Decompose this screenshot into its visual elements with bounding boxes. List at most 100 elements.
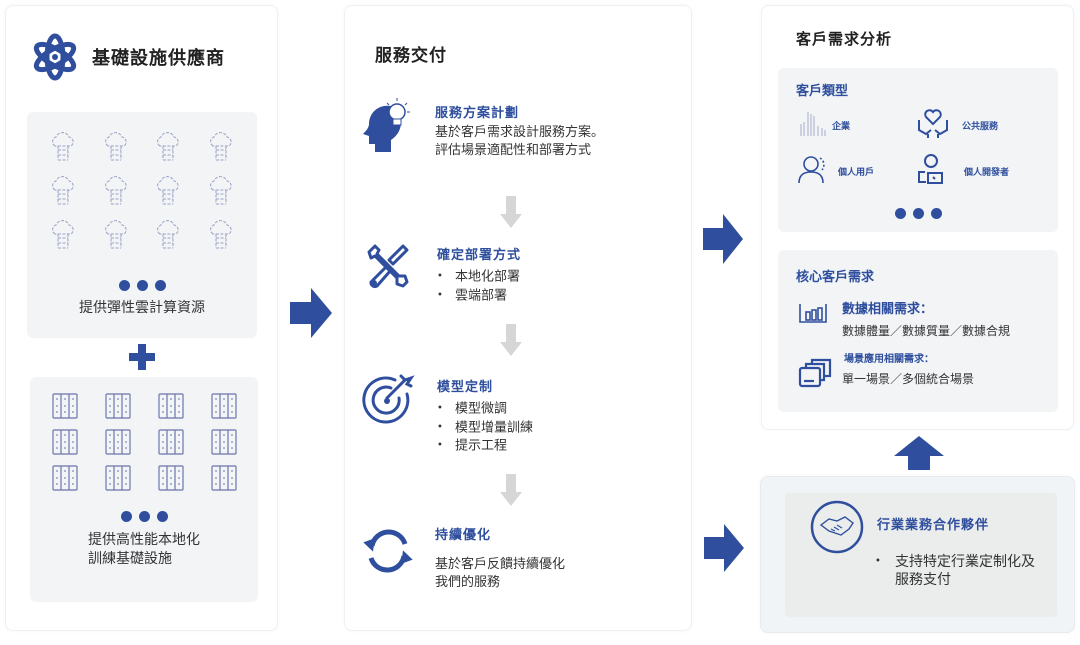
bullet-item: 模型微調: [437, 400, 533, 419]
stacked-windows-icon: [798, 358, 832, 392]
heart-hands-icon: [916, 108, 950, 142]
cloud-server-icon: [142, 220, 195, 250]
step-deployment-method: 確定部署方式 本地化部署 雲端部署: [361, 238, 681, 318]
right-arrow-icon: [290, 288, 332, 342]
more-dots: [30, 511, 258, 522]
step-description: 基於客戶反饋持續優化 我們的服務: [435, 556, 565, 592]
infrastructure-provider-panel: 基礎設施供應商 提供彈性雲計算資源 提供高性能本地化 訓練基礎設施: [5, 5, 278, 631]
cloud-server-icon: [195, 176, 248, 206]
bullet-marker: •: [875, 556, 881, 567]
developer-icon: [916, 154, 946, 188]
server-rack-icon: [197, 429, 250, 455]
user-icon: [798, 154, 828, 188]
customer-types-box: 客戶類型 企業 公共服務 個人用戶 個人開發者: [778, 68, 1058, 232]
bullet-item: 雲端部署: [437, 287, 520, 306]
bullet-line-2: 服務支付: [895, 572, 951, 588]
down-arrow-icon: [500, 196, 522, 232]
refresh-cycle-icon: [363, 526, 413, 576]
server-rack-icon: [144, 393, 197, 419]
bullet-item: 模型增量訓練: [437, 419, 533, 438]
cloud-server-icon: [90, 132, 143, 162]
customer-type-label: 企業: [832, 121, 851, 132]
step-service-planning: 服務方案計劃 基於客戶需求設計服務方案。 評估場景適配性和部署方式: [361, 94, 681, 164]
cloud-server-icon: [37, 132, 90, 162]
server-rack-icon: [91, 465, 144, 491]
server-rack-icon: [38, 465, 91, 491]
handshake-icon: [809, 499, 865, 559]
server-rack-icon: [144, 465, 197, 491]
partner-title: 行業業務合作夥伴: [877, 518, 990, 533]
step-title: 服務方案計劃: [435, 106, 520, 121]
bullet-line-1: 支持特定行業定制化及: [895, 554, 1035, 570]
plus-icon: [128, 343, 156, 371]
server-rack-icon: [38, 393, 91, 419]
step-bullet-list: 本地化部署 雲端部署: [437, 268, 520, 305]
description-line-2: 評估場景適配性和部署方式: [435, 143, 592, 158]
step-title: 確定部署方式: [437, 248, 522, 263]
more-dots: [27, 280, 257, 291]
caption-line-2: 訓練基礎設施: [88, 551, 172, 567]
step-title: 持續優化: [435, 528, 492, 543]
target-arrow-icon: [361, 372, 415, 426]
server-rack-icon: [38, 429, 91, 455]
need-title: 數據相關需求：: [842, 302, 934, 317]
industry-partner-panel: 行業業務合作夥伴 • 支持特定行業定制化及 服務支付: [760, 476, 1075, 633]
local-caption: 提供高性能本地化 訓練基礎設施: [88, 531, 200, 569]
customer-type-individual-user: 個人用戶: [798, 154, 874, 188]
core-needs-box: 核心客戶需求 數據相關需求： 數據體量／數據質量／數據合規 場景應用相關需求： …: [778, 250, 1058, 412]
service-delivery-panel: 服務交付 服務方案計劃 基於客戶需求設計服務方案。 評估場景適配性和部署方式: [344, 5, 692, 631]
bullet-item: 本地化部署: [437, 268, 520, 287]
panel-title: 客戶需求分析: [796, 30, 893, 48]
step-bullet-list: 模型微調 模型增量訓練 提示工程: [437, 400, 533, 456]
cloud-resources-box: 提供彈性雲計算資源: [27, 112, 257, 338]
bar-chart-icon: [798, 302, 828, 328]
customer-needs-panel: 客戶需求分析 客戶類型 企業 公共服務 個人用戶 個人開發者 核心客戶需求 數據…: [761, 5, 1074, 430]
step-description: 基於客戶需求設計服務方案。 評估場景適配性和部署方式: [435, 124, 604, 160]
down-arrow-icon: [500, 474, 522, 510]
need-text: 單一場景／多個統合場景: [842, 372, 975, 386]
cloud-server-icon: [90, 220, 143, 250]
down-arrow-icon: [500, 324, 522, 360]
need-title: 場景應用相關需求：: [844, 354, 934, 365]
customer-type-enterprise: 企業: [798, 110, 850, 140]
partner-bullet: • 支持特定行業定制化及 服務支付: [875, 553, 1035, 589]
panel-title: 服務交付: [375, 46, 447, 66]
cloud-server-icon: [37, 176, 90, 206]
section-title: 核心客戶需求: [796, 270, 875, 285]
need-text: 數據體量／數據質量／數據合規: [842, 324, 1011, 338]
server-rack-icon: [197, 393, 250, 419]
cloud-server-icon: [37, 220, 90, 250]
caption-line-1: 提供高性能本地化: [88, 532, 200, 548]
section-title: 客戶類型: [796, 84, 849, 99]
cloud-server-icon: [142, 176, 195, 206]
cloud-server-icon: [142, 132, 195, 162]
panel-title: 基礎設施供應商: [92, 48, 225, 69]
description-line-2: 我們的服務: [435, 575, 501, 590]
cloud-caption: 提供彈性雲計算資源: [79, 300, 205, 316]
description-line-1: 基於客戶反饋持續優化: [435, 557, 566, 572]
right-arrow-icon: [704, 524, 744, 576]
local-infrastructure-box: 提供高性能本地化 訓練基礎設施: [30, 377, 258, 602]
building-icon: [798, 110, 828, 140]
description-line-1: 基於客戶需求設計服務方案。: [435, 125, 605, 140]
customer-type-label: 公共服務: [962, 121, 999, 132]
bullet-item: 提示工程: [437, 437, 533, 456]
server-rack-icon: [144, 429, 197, 455]
wrench-screwdriver-icon: [363, 242, 411, 290]
step-title: 模型定制: [437, 380, 494, 395]
cloud-icon-grid: [37, 132, 247, 250]
customer-type-label: 個人開發者: [964, 167, 1010, 178]
customer-type-public-service: 公共服務: [916, 108, 998, 142]
server-rack-icon: [197, 465, 250, 491]
partner-inner-box: 行業業務合作夥伴 • 支持特定行業定制化及 服務支付: [785, 493, 1057, 617]
atom-logo-icon: [30, 32, 80, 82]
right-arrow-icon: [703, 214, 743, 268]
customer-type-label: 個人用戶: [838, 167, 875, 178]
server-rack-icon: [91, 393, 144, 419]
cloud-server-icon: [195, 220, 248, 250]
up-arrow-icon: [894, 436, 944, 474]
cloud-server-icon: [195, 132, 248, 162]
step-model-customization: 模型定制 模型微調 模型增量訓練 提示工程: [361, 370, 681, 460]
customer-type-individual-developer: 個人開發者: [916, 154, 1009, 188]
server-icon-grid: [38, 393, 250, 491]
